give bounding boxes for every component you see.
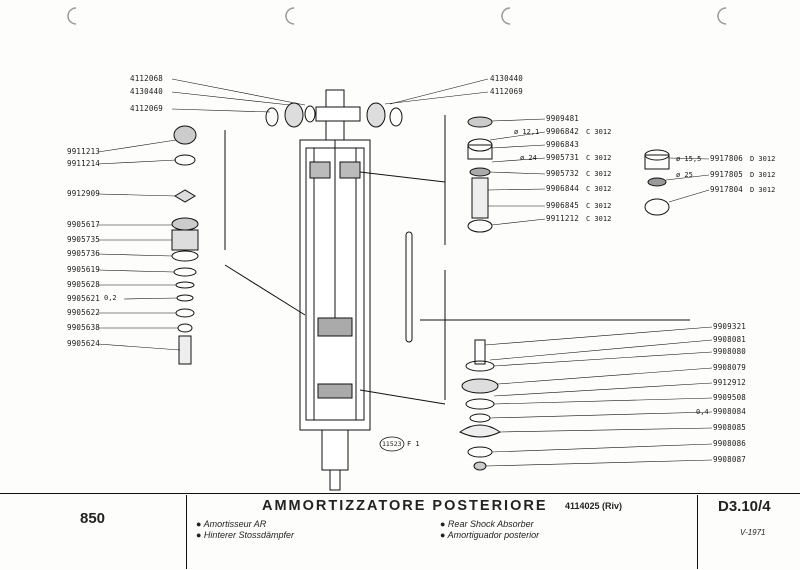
- part-number: 9912909: [67, 189, 101, 198]
- shim-thickness: 0,2: [104, 294, 117, 302]
- figure-ref-number: 11523: [382, 440, 402, 448]
- part-number: 9905622: [67, 308, 101, 317]
- part-number: 9911213: [67, 147, 101, 156]
- version-code: C 3012: [586, 202, 612, 210]
- figure-ref-oval: [379, 436, 405, 452]
- diameter-label: ø 15,5: [676, 155, 702, 163]
- shock-absorber-body: [299, 89, 371, 491]
- center-component-stack: [467, 116, 493, 233]
- part-number: 4112069: [490, 87, 524, 96]
- part-number: 9908084: [713, 407, 747, 416]
- binder-hole-3: [501, 7, 511, 25]
- translation-en: ● Rear Shock Absorber: [440, 519, 534, 529]
- part-number: 9908086: [713, 439, 747, 448]
- diameter-label: ø 25: [676, 171, 693, 179]
- translation-fr: ● Amortisseur AR: [196, 519, 267, 529]
- part-number: 9911212: [546, 214, 580, 223]
- divider: [697, 495, 698, 569]
- version-code: D 3012: [750, 155, 776, 163]
- diameter-label: ø 24: [520, 154, 537, 162]
- part-number: 9905624: [67, 339, 101, 348]
- figure-ref-suffix: F 1: [407, 440, 420, 448]
- diameter-label: ø 12,1: [514, 128, 540, 136]
- part-number: 9909481: [546, 114, 580, 123]
- part-number: 4130440: [490, 74, 524, 83]
- version-code: D 3012: [750, 171, 776, 179]
- part-number: 9912912: [713, 378, 747, 387]
- part-number: 9909508: [713, 393, 747, 402]
- title-part-code: 4114025 (Riv): [565, 501, 623, 511]
- right-valve-group: [644, 149, 670, 216]
- version-code: C 3012: [586, 154, 612, 162]
- translation-de: ● Hinterer Stossdämpfer: [196, 530, 294, 540]
- part-number: 9906843: [546, 140, 580, 149]
- part-number: 9909321: [713, 322, 747, 331]
- part-number: 9911214: [67, 159, 101, 168]
- binder-hole-1: [67, 7, 77, 25]
- title-block: [0, 493, 800, 570]
- part-number: 9906842: [546, 127, 580, 136]
- version-code: D 3012: [750, 186, 776, 194]
- part-number: 9905617: [67, 220, 101, 229]
- part-number: 9906845: [546, 201, 580, 210]
- part-number: 9908087: [713, 455, 747, 464]
- version-code: C 3012: [586, 215, 612, 223]
- version-code: C 3012: [586, 170, 612, 178]
- part-number: 9908085: [713, 423, 747, 432]
- part-number: 9905628: [67, 280, 101, 289]
- part-number: 9908081: [713, 335, 747, 344]
- part-number: 9917805: [710, 170, 744, 179]
- part-number: 9905735: [67, 235, 101, 244]
- page-title: AMMORTIZZATORE POSTERIORE: [262, 498, 548, 514]
- part-number: 4112069: [130, 104, 164, 113]
- part-number: 9905736: [67, 249, 101, 258]
- part-number: 9917806: [710, 154, 744, 163]
- edition-date: V-1971: [740, 528, 766, 537]
- part-number: 9908080: [713, 347, 747, 356]
- version-code: C 3012: [586, 128, 612, 136]
- part-number: 9905638: [67, 323, 101, 332]
- sheet-reference: D3.10/4: [718, 498, 771, 515]
- top-bushings: [265, 102, 403, 128]
- part-number: 9905621: [67, 294, 101, 303]
- binder-hole-4: [717, 7, 727, 25]
- version-code: C 3012: [586, 185, 612, 193]
- part-number: 4112068: [130, 74, 164, 83]
- part-number: 9917804: [710, 185, 744, 194]
- part-number: 9905732: [546, 169, 580, 178]
- shim-thickness: 0,4: [696, 408, 709, 416]
- part-number: 9908079: [713, 363, 747, 372]
- translation-es: ● Amortiguador posterior: [440, 530, 540, 540]
- part-number: 9905619: [67, 265, 101, 274]
- lower-right-stack: [459, 339, 501, 471]
- divider: [186, 495, 187, 569]
- part-number: 9906844: [546, 184, 580, 193]
- part-number: 4130440: [130, 87, 164, 96]
- part-number: 9905731: [546, 153, 580, 162]
- binder-hole-2: [285, 7, 295, 25]
- model-number: 850: [80, 510, 106, 527]
